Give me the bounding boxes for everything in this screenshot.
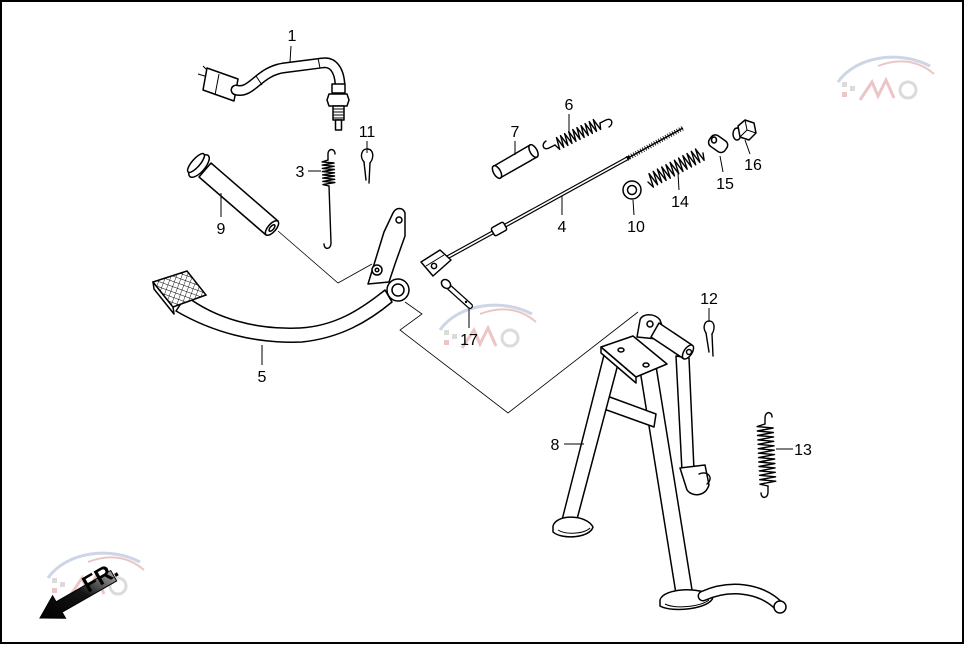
center-stand-part xyxy=(552,314,787,614)
spring-hook-right xyxy=(599,118,613,128)
collar-end-right xyxy=(528,143,539,159)
stand-spring-hook-bottom xyxy=(760,485,769,499)
stand-kick-lever xyxy=(699,585,782,609)
spring-hook-left xyxy=(542,140,556,150)
pedal-lever-hole xyxy=(395,216,403,224)
switch-cap xyxy=(331,83,346,94)
callout-5: 5 xyxy=(258,369,267,386)
spring-rod-coil xyxy=(321,159,336,187)
callout-4: 4 xyxy=(558,219,567,236)
cotter-pin-legs xyxy=(363,161,371,184)
nut-edges xyxy=(739,119,757,138)
rod-thread xyxy=(625,125,685,161)
cotter-pin-loop xyxy=(360,148,374,164)
stand-spring-coil xyxy=(756,423,777,487)
brake-rod-part xyxy=(420,125,685,277)
stand-spring-hook-top xyxy=(764,411,773,425)
callout-1: 1 xyxy=(288,28,297,45)
callout-10: 10 xyxy=(627,219,645,236)
compression-spring-part xyxy=(647,148,705,188)
switch-nut xyxy=(326,93,350,107)
stand-right-foot-edge xyxy=(664,599,710,608)
pedal-tab-hole xyxy=(374,267,380,273)
switch-connector-seam xyxy=(214,73,220,96)
callout-13: 13 xyxy=(794,442,812,459)
leader-10 xyxy=(632,199,635,216)
stand-left-foot-edge xyxy=(557,527,591,534)
switch-wire-bands xyxy=(255,57,321,86)
rod-clevis-hole xyxy=(430,262,438,270)
stand-plate-hole-1 xyxy=(617,347,625,353)
tension-spring-part xyxy=(542,118,613,151)
callout-6: 6 xyxy=(565,97,574,114)
callout-15: 15 xyxy=(716,176,734,193)
stand-pivot-tab-hole xyxy=(646,320,654,328)
clevis-pin-hole xyxy=(464,300,468,304)
rod-core xyxy=(447,157,629,258)
stand-spring-part xyxy=(756,411,777,499)
leader-16 xyxy=(744,139,751,155)
callout-3: 3 xyxy=(296,164,305,181)
compression-spring-coil xyxy=(647,148,705,188)
callout-7: 7 xyxy=(511,124,520,141)
callout-11: 11 xyxy=(359,124,376,141)
joint-hole xyxy=(710,136,718,144)
rod-fitting xyxy=(490,221,508,237)
front-arrow-icon xyxy=(39,569,118,619)
spring-coil xyxy=(554,118,602,151)
leader-15 xyxy=(719,155,724,173)
spring-rod-hook-top xyxy=(327,148,336,161)
pivot-shaft-part xyxy=(186,152,280,237)
brake-pedal-part xyxy=(151,207,410,343)
callout-leaders xyxy=(220,45,793,450)
switch-wire xyxy=(232,58,344,95)
leader-14 xyxy=(677,172,680,191)
collar-end-left xyxy=(491,164,503,180)
assembly-guide-line-stand xyxy=(399,301,639,414)
shaft-flange-face xyxy=(186,152,206,174)
clevis-pin-head xyxy=(440,278,452,290)
brake-light-switch-part xyxy=(197,57,350,131)
stand-pivot-pin-end xyxy=(685,348,693,356)
washer-inner xyxy=(626,184,638,196)
callout-12: 12 xyxy=(700,291,718,308)
callout-numbers: 1 11 3 9 7 6 4 10 14 15 16 5 17 12 8 13 xyxy=(217,28,812,459)
clevis-pin-part xyxy=(440,278,473,309)
pedal-spring-rod-part xyxy=(321,148,336,250)
spring-rod-shaft xyxy=(323,185,332,250)
assembly-guide-line-shaft xyxy=(277,230,373,284)
pedal-pivot-bore xyxy=(391,283,405,297)
stand-plate xyxy=(600,335,668,378)
switch-plunger xyxy=(334,119,343,131)
stand-cotter-pin-loop xyxy=(703,320,715,335)
stand-cotter-pin-part xyxy=(703,320,715,357)
callout-16: 16 xyxy=(744,157,762,174)
pedal-arm xyxy=(175,289,393,343)
stand-cotter-pin-legs xyxy=(705,332,714,357)
clevis-pin-shaft xyxy=(448,286,472,308)
pedal-pad xyxy=(151,270,208,308)
callout-8: 8 xyxy=(551,437,560,454)
callout-17: 17 xyxy=(460,332,478,349)
adjusting-nut-part xyxy=(732,119,757,141)
cotter-pin-part xyxy=(360,148,374,184)
leader-1 xyxy=(289,45,292,63)
shaft-end-hole xyxy=(268,224,276,232)
stand-hook-curl xyxy=(698,472,711,485)
washer-part xyxy=(622,180,642,200)
stand-kick-lever-end xyxy=(773,600,787,614)
rod-joint-part xyxy=(707,134,729,154)
callout-9: 9 xyxy=(217,221,226,238)
callout-14: 14 xyxy=(671,194,689,211)
switch-thread xyxy=(333,108,344,119)
rod-clevis-slot xyxy=(425,254,445,267)
rod-clevis xyxy=(420,249,452,277)
stand-plate-hole-2 xyxy=(642,362,650,368)
spacer-collar-part xyxy=(491,143,539,180)
switch-connector xyxy=(202,67,239,102)
